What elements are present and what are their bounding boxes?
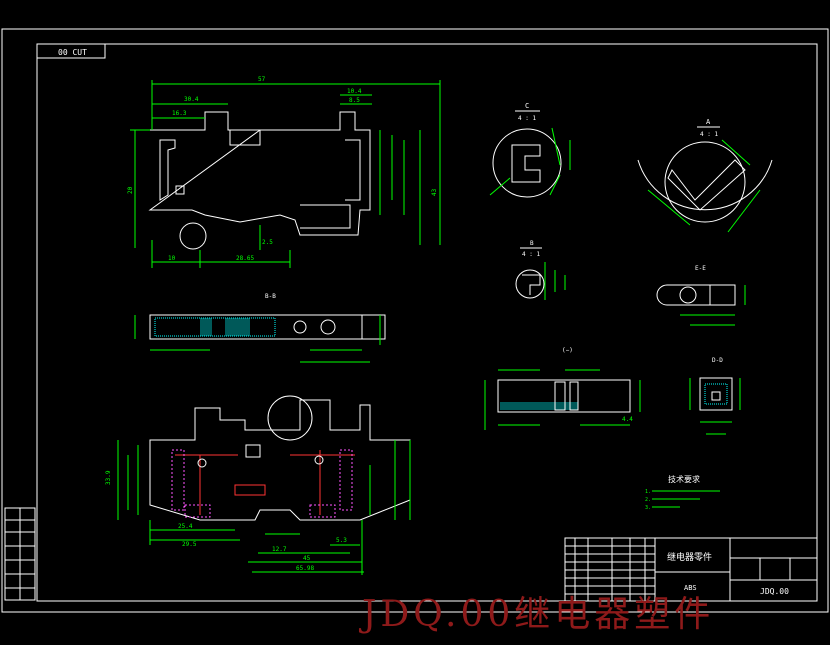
section-c-detail: C 4 : 1 xyxy=(489,102,571,198)
main-view-front: 25.4 29.5 12.7 45 65.98 33.9 5.3 xyxy=(105,395,411,575)
section-bb-label: B-B xyxy=(265,293,276,300)
left-side-table xyxy=(4,507,36,601)
dim-front-h1: 33.9 xyxy=(105,470,112,485)
dim-top-right-1: 10.4 xyxy=(347,88,362,95)
section-b-detail: B 4 : 1 xyxy=(515,240,566,300)
section-strip-right: (−) 4.4 xyxy=(484,347,641,430)
drawing-number-box xyxy=(36,43,106,59)
dim-right-height: 43 xyxy=(431,188,438,196)
view-d-label: D-D xyxy=(712,357,723,364)
main-view-top: 57 30.4 16.3 10.4 8.5 20 43 10 28.65 2.5 xyxy=(127,76,441,268)
dim-front-w2: 29.5 xyxy=(182,541,197,548)
section-bb: B-B xyxy=(134,293,386,363)
title-block xyxy=(564,537,818,602)
title-material: ABS xyxy=(684,584,697,592)
view-d-detail: D-D xyxy=(689,357,741,435)
view-e-detail: E-E xyxy=(656,265,746,326)
dim-front-w5: 65.98 xyxy=(296,565,314,572)
dim-top-left-1: 30.4 xyxy=(184,96,199,103)
section-c-scale: 4 : 1 xyxy=(518,115,536,122)
section-a-scale: 4 : 1 xyxy=(700,131,718,138)
view-e-label: E-E xyxy=(695,265,706,272)
title-drawing-no: JDQ.00 xyxy=(760,587,789,596)
dim-front-w3: 12.7 xyxy=(272,546,287,553)
dim-top-left-2: 16.3 xyxy=(172,110,187,117)
dim-top-right-2: 8.5 xyxy=(349,97,360,104)
note-line-3: 3. xyxy=(645,505,651,511)
dim-front-w1: 25.4 xyxy=(178,523,193,530)
dim-front-w4: 45 xyxy=(303,555,311,562)
dim-bottom-left: 10 xyxy=(168,255,176,262)
title-part-name: 继电器零件 xyxy=(667,551,712,563)
section-a-detail: A 4 : 1 xyxy=(637,118,773,233)
note-line-1: 1. xyxy=(645,489,651,495)
dim-bottom-center: 2.5 xyxy=(262,239,273,246)
section-c-label: C xyxy=(525,102,529,110)
dim-left-height: 20 xyxy=(127,186,134,194)
strip-right-label: (−) xyxy=(562,347,573,354)
note-line-2: 2. xyxy=(645,497,651,503)
inner-frame xyxy=(36,43,818,602)
section-b-scale: 4 : 1 xyxy=(522,251,540,258)
dim-bottom-mid: 28.65 xyxy=(236,255,254,262)
drawing-number-text: 00 CUT xyxy=(58,48,87,57)
section-a-label: A xyxy=(706,118,711,126)
dim-detail: 4.4 xyxy=(622,416,633,423)
dim-top-overall: 57 xyxy=(258,76,266,83)
notes-heading: 技术要求 xyxy=(668,474,700,484)
technical-notes: 技术要求 1. 2. 3. xyxy=(645,474,720,511)
section-b-label: B xyxy=(530,240,534,247)
dim-side-left: 5.3 xyxy=(336,537,347,544)
watermark-text: JDQ.00继电器塑件 xyxy=(362,594,715,635)
outer-frame xyxy=(1,28,829,613)
